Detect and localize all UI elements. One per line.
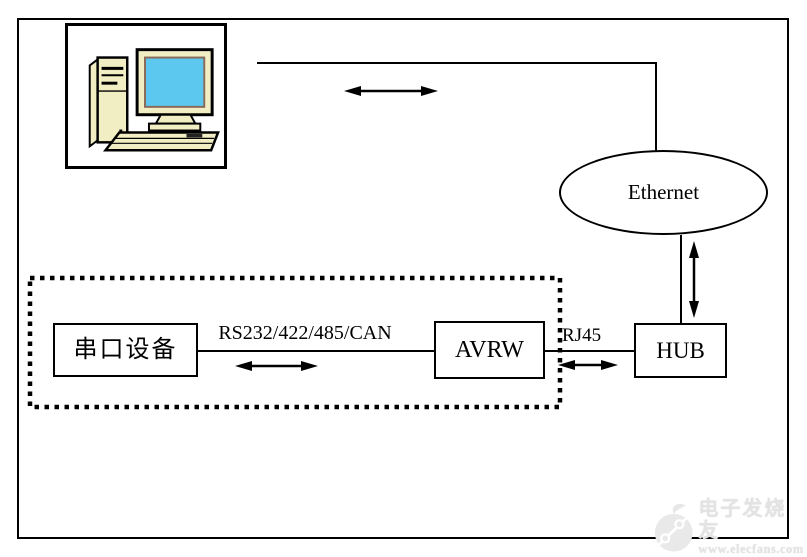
- ethernet-hub-double-arrow: [689, 241, 699, 318]
- serial-device-label: 串口设备: [73, 337, 178, 363]
- pc-ethernet-double-arrow: [344, 86, 438, 96]
- hub-label: HUB: [656, 338, 705, 363]
- pc-ethernet-connection-line: [257, 62, 657, 151]
- desktop-computer-icon: [88, 48, 220, 152]
- watermark: 电子发烧友 www.elecfans.com: [652, 498, 807, 557]
- watermark-site-name: 电子发烧友: [698, 498, 787, 542]
- avrw-hub-double-arrow: [558, 360, 618, 370]
- computer-box: [65, 23, 227, 169]
- avrw-label: AVRW: [455, 337, 524, 363]
- watermark-text: 电子发烧友 www.elecfans.com: [698, 498, 807, 557]
- serial-device-node: 串口设备: [53, 323, 198, 377]
- avrw-node: AVRW: [434, 321, 545, 379]
- hub-node: HUB: [634, 323, 727, 378]
- ethernet-cloud-node: Ethernet: [559, 150, 768, 235]
- avrw-hub-link-label: RJ45: [562, 325, 602, 346]
- watermark-site-url: www.elecfans.com: [698, 542, 804, 556]
- outer-border-frame: [17, 18, 789, 539]
- serial-avrw-link-label: RS232/422/485/CAN: [218, 322, 392, 344]
- elecfans-circuit-logo-icon: [654, 503, 693, 552]
- serial-avrw-double-arrow: [235, 361, 318, 371]
- ethernet-label: Ethernet: [627, 180, 700, 204]
- gateway-dashed-boundary: [27, 275, 563, 410]
